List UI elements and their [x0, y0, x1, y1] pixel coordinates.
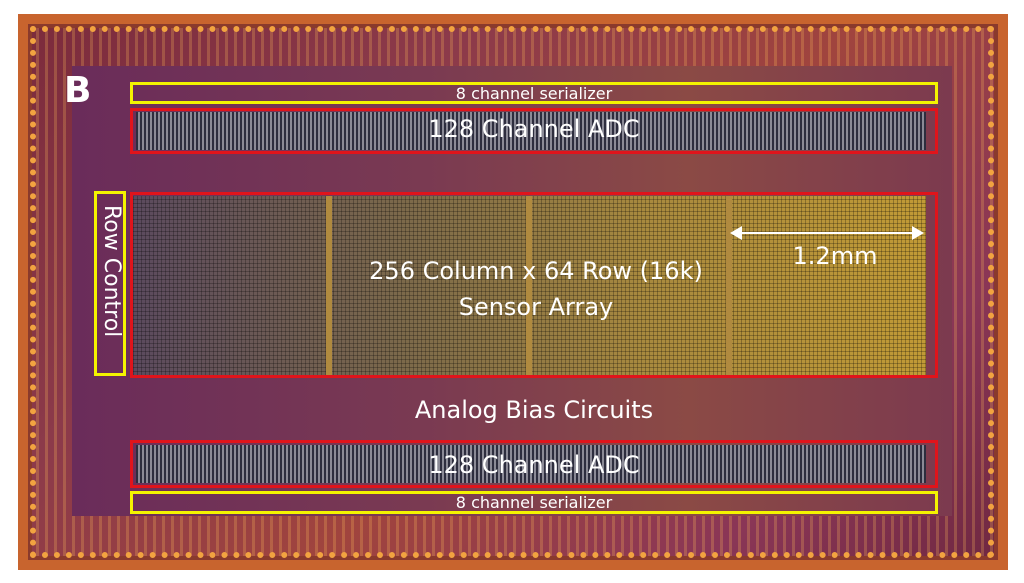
adc-bottom-circuitry	[136, 445, 926, 483]
scale-arrow	[730, 226, 924, 240]
sensor-divider	[326, 196, 332, 376]
adc-bottom-label: 128 Channel ADC	[428, 451, 640, 479]
row-control-label: Row Control	[99, 205, 124, 338]
sensor-array-label-line1: 256 Column x 64 Row (16k)	[369, 257, 703, 285]
serializer-top-label: 8 channel serializer	[455, 84, 613, 103]
scale-label: 1.2mm	[792, 242, 878, 270]
adc-top-circuitry	[136, 112, 926, 150]
adc-bottom-box	[130, 440, 938, 488]
sensor-divider	[526, 196, 532, 376]
bias-label: Analog Bias Circuits	[414, 396, 654, 424]
serializer-top-box	[130, 82, 938, 104]
serializer-bottom-box	[130, 491, 938, 514]
row-control-box	[94, 191, 126, 376]
sensor-divider	[726, 196, 732, 376]
sensor-array-label-line2: Sensor Array	[458, 293, 614, 321]
bond-pad-ring	[30, 26, 994, 558]
adc-top-label: 128 Channel ADC	[428, 115, 640, 143]
sensor-array-box	[130, 192, 938, 378]
adc-top-box	[130, 108, 938, 154]
serializer-bottom-label: 8 channel serializer	[455, 493, 613, 512]
panel-letter: B	[64, 70, 92, 111]
